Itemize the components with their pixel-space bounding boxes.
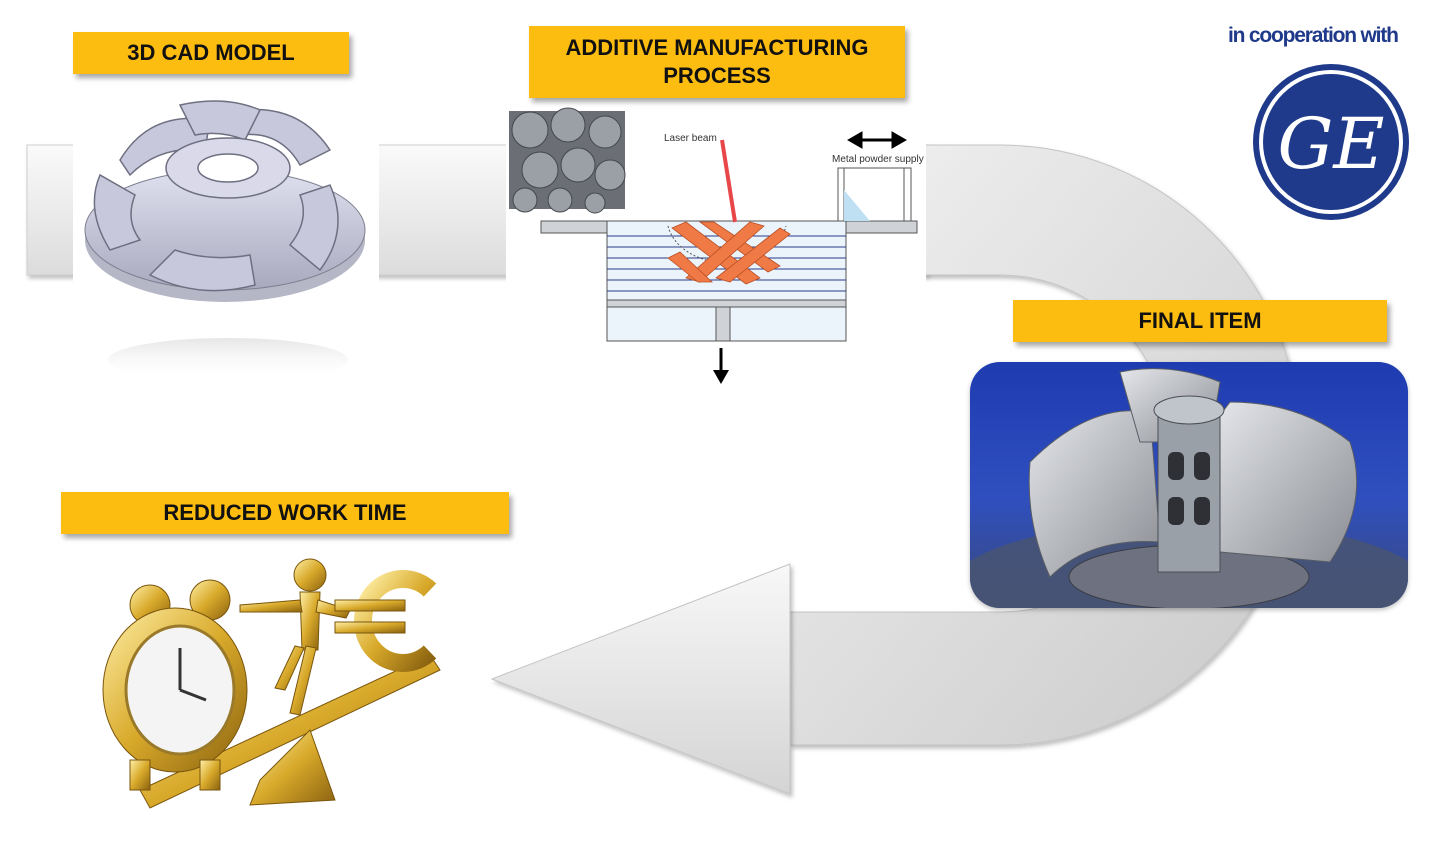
double-arrow-icon [846,131,908,149]
laser-beam-label: Laser beam [664,133,717,144]
metal-powder-supply-label: Metal powder supply [832,154,924,165]
laser-beam [720,139,737,223]
alarm-clock-icon [102,579,248,791]
return-arrow [490,563,791,795]
lattice-spheres-photo [509,107,626,214]
gold-figure-icon [239,558,351,716]
cooperation-text: in cooperation with [1228,24,1399,47]
am-process-label: ADDITIVE MANUFACTURING PROCESS [529,26,905,98]
lattice-part [667,221,791,285]
final-item-photo [970,362,1408,608]
final-item-label: FINAL ITEM [1013,300,1387,342]
cad-model-label: 3D CAD MODEL [73,32,349,74]
ge-logo-text: GE [1277,103,1384,185]
down-arrow-icon [713,348,729,384]
euro-icon [334,570,437,672]
reduced-work-time-label: REDUCED WORK TIME [61,492,509,534]
